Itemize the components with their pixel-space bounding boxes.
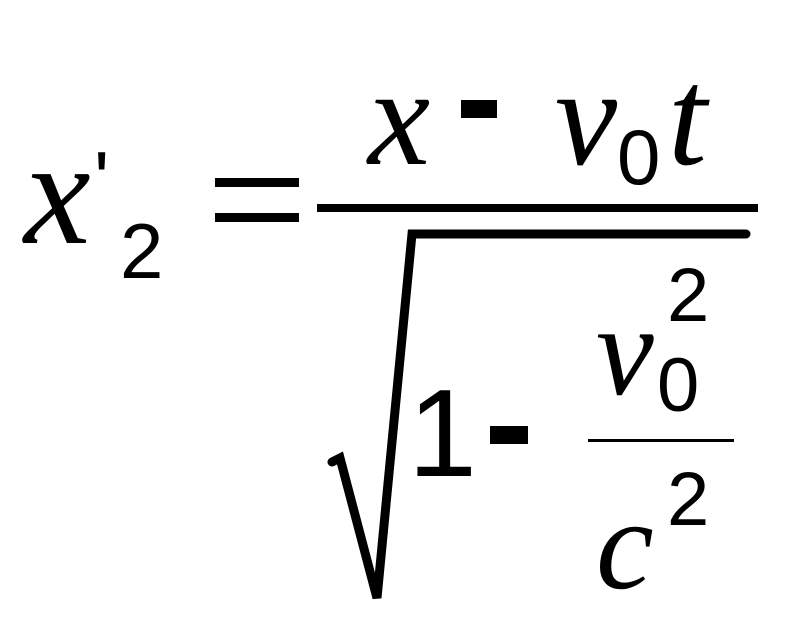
numerator-minus <box>461 100 497 118</box>
inner-denominator-superscript: 2 <box>667 457 710 542</box>
inner-numerator-superscript: 2 <box>667 253 710 338</box>
inner-fraction-bar <box>588 439 734 442</box>
denominator-one: 1 <box>408 365 477 503</box>
numerator-v-subscript: 0 <box>617 113 661 201</box>
inner-numerator-v: v <box>596 279 654 423</box>
main-fraction-bar <box>317 204 758 212</box>
inner-denominator-c: c <box>596 473 654 617</box>
lhs-subscript: 2 <box>120 207 164 295</box>
denominator-minus <box>490 426 528 444</box>
numerator-v: v <box>555 40 618 195</box>
inner-numerator-subscript: 0 <box>657 343 700 428</box>
equals-top-bar <box>215 178 299 187</box>
lhs-variable: x <box>24 110 91 276</box>
numerator-x: x <box>368 40 431 195</box>
equals-bottom-bar <box>215 213 299 222</box>
lhs-prime: ' <box>94 135 110 224</box>
numerator-t: t <box>668 40 707 195</box>
